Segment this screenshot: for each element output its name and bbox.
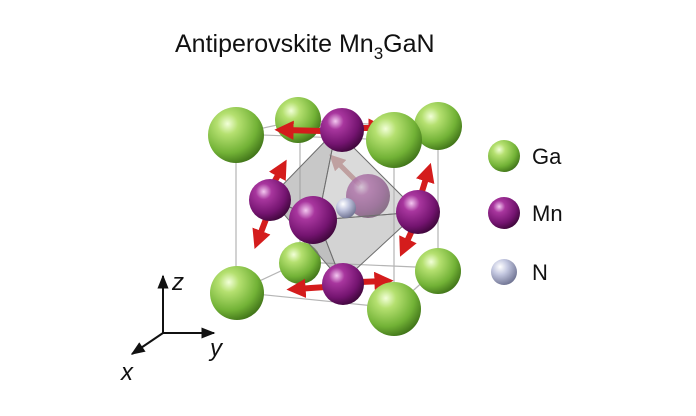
ga-atom	[414, 102, 462, 150]
mn-spin-arrow	[274, 120, 323, 140]
mn-atom-top	[320, 108, 364, 152]
legend-item-ga: Ga	[488, 140, 562, 172]
figure-title: Antiperovskite Mn3GaN	[175, 30, 435, 63]
x-axis-label: x	[120, 359, 134, 386]
n-atom	[336, 198, 356, 218]
mn-spin-arrow	[286, 278, 327, 298]
ga-atom	[367, 282, 421, 336]
ga-atom	[415, 248, 461, 294]
legend-label-ga: Ga	[532, 144, 562, 169]
title-suffix: GaN	[383, 30, 434, 58]
mn-atom-right	[396, 190, 440, 234]
ga-atom	[275, 97, 321, 143]
legend: Ga Mn N	[488, 140, 563, 285]
mn-atom-bottom	[322, 263, 364, 305]
legend-item-mn: Mn	[488, 197, 563, 229]
purple-sphere-icon	[488, 197, 520, 229]
coordinate-axes: z y x	[120, 269, 224, 386]
legend-label-mn: Mn	[532, 201, 563, 226]
title-subscript: 3	[374, 44, 383, 63]
ga-atom	[210, 266, 264, 320]
ga-atom	[208, 107, 264, 163]
ga-atom	[279, 242, 321, 284]
z-axis-label: z	[171, 269, 184, 296]
mn-spin-arrow	[359, 271, 394, 291]
ga-atom	[366, 112, 422, 168]
x-axis-arrow	[130, 332, 164, 355]
y-axis-label: y	[208, 335, 224, 362]
legend-label-n: N	[532, 260, 548, 285]
grey-blue-sphere-icon	[491, 259, 517, 285]
title-prefix: Antiperovskite Mn	[175, 30, 374, 58]
legend-item-n: N	[491, 259, 548, 285]
mn-atom-front	[289, 196, 337, 244]
green-sphere-icon	[488, 140, 520, 172]
mn-atom-left	[249, 179, 291, 221]
